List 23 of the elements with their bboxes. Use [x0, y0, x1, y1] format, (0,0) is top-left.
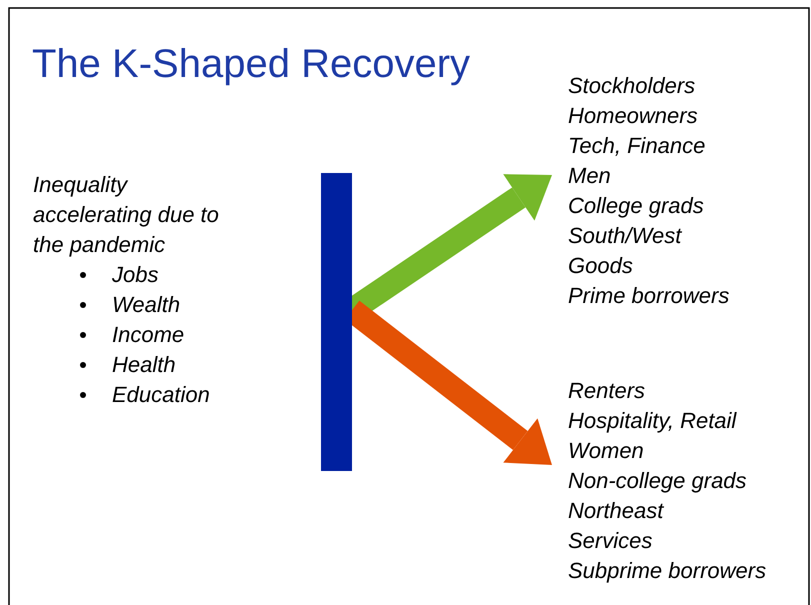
list-item: Non-college grads: [568, 467, 748, 495]
list-item: Northeast: [568, 497, 665, 525]
list-item: Subprime borrowers: [568, 557, 768, 585]
bullet-text: Education: [112, 381, 210, 409]
bullet-text: Jobs: [112, 261, 158, 289]
bar-shape: [321, 173, 352, 471]
list-item: Renters: [568, 377, 646, 405]
list-item: Services: [568, 527, 654, 555]
list-item: Homeowners: [568, 102, 699, 130]
bullet-text: Wealth: [112, 291, 180, 319]
list-item: Prime borrowers: [568, 282, 730, 310]
description-text: Inequality accelerating due to the pandemic: [33, 171, 220, 259]
title: The K-Shaped Recovery: [32, 42, 470, 87]
list-item: College grads: [568, 192, 705, 220]
list-item: Stockholders: [568, 72, 696, 100]
list-item: Men: [568, 162, 612, 190]
list-item: Women: [568, 437, 645, 465]
list-item: Tech, Finance: [568, 132, 706, 160]
list-item: South/West: [568, 222, 683, 250]
list-item: Goods: [568, 252, 634, 280]
bullet-text: Health: [112, 351, 176, 379]
list-item: Hospitality, Retail: [568, 407, 738, 435]
bullet-text: Income: [112, 321, 184, 349]
